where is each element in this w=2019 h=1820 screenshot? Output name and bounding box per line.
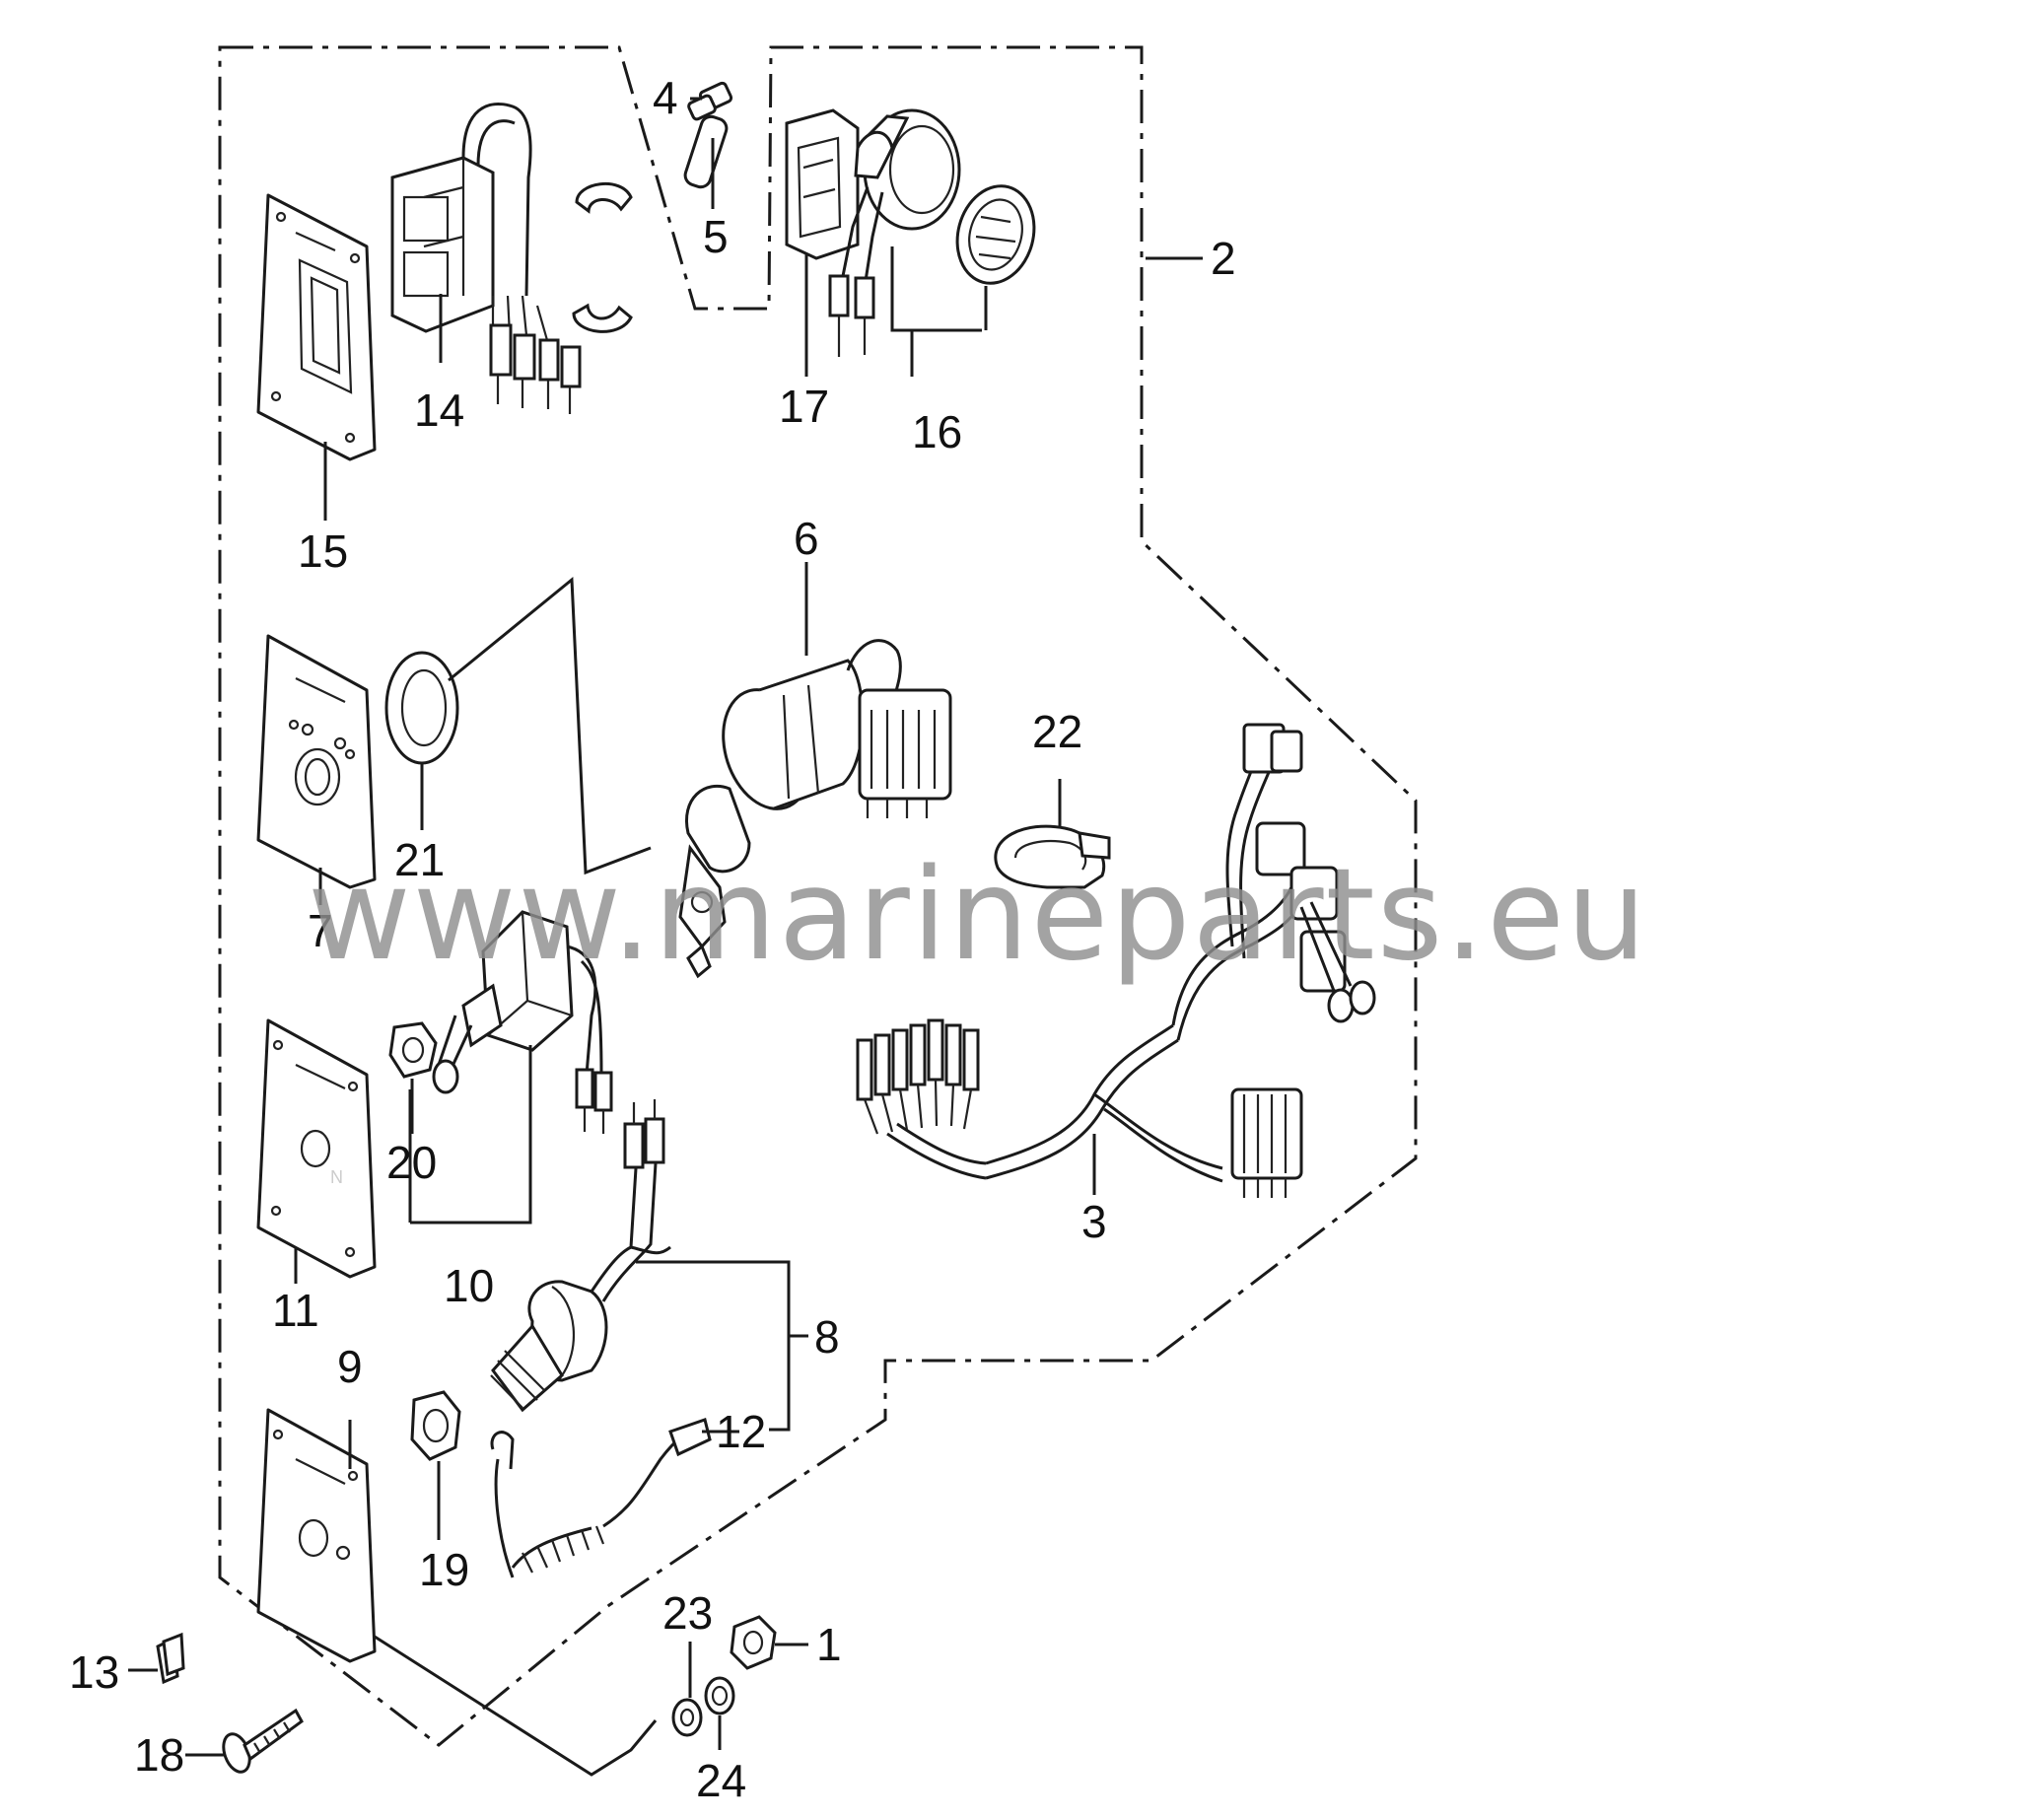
callout-19: 19 <box>419 1544 469 1595</box>
small-screw-icon[interactable] <box>687 81 733 121</box>
callout-15: 15 <box>298 525 348 577</box>
pin-icon[interactable] <box>683 114 730 190</box>
emergency-stop-switch-icon[interactable] <box>490 1099 671 1413</box>
stop-switch-plate-icon[interactable] <box>256 1408 377 1663</box>
leader-lines <box>128 97 1203 1777</box>
callout-12: 12 <box>716 1406 766 1457</box>
trim-plate-icon[interactable] <box>256 193 377 461</box>
callout-23: 23 <box>662 1587 713 1639</box>
callout-18: 18 <box>134 1729 184 1781</box>
leader-line <box>408 1045 532 1225</box>
hex-nut-icon[interactable] <box>730 1615 777 1670</box>
callout-14: 14 <box>414 385 464 436</box>
buzzer-icon[interactable] <box>828 108 1045 357</box>
ignition-plate-icon[interactable] <box>256 634 377 889</box>
callout-11: 11 <box>272 1285 319 1336</box>
callout-24: 24 <box>696 1755 746 1806</box>
callout-6: 6 <box>794 513 819 564</box>
toggle-nut-icon[interactable] <box>388 1021 438 1079</box>
ignition-switch-icon[interactable] <box>678 639 952 979</box>
callout-8: 8 <box>814 1311 840 1363</box>
callout-22: 22 <box>1032 706 1082 757</box>
tapping-screw-icon[interactable] <box>219 1708 304 1776</box>
callout-7: 7 <box>308 905 333 956</box>
callout-10: 10 <box>444 1260 494 1311</box>
callout-16: 16 <box>912 406 962 457</box>
buzzer-holder-icon[interactable] <box>785 108 860 260</box>
trim-switch-icon[interactable] <box>390 103 582 414</box>
washer-icon[interactable] <box>671 1698 703 1737</box>
callout-5: 5 <box>703 211 729 262</box>
assembly-boundary <box>218 45 1418 1747</box>
c-clip-icon <box>572 181 633 333</box>
callout-17: 17 <box>779 381 829 432</box>
watermark-text: www.marineparts.eu <box>308 842 1648 989</box>
callout-20: 20 <box>386 1137 437 1188</box>
callout-4: 4 <box>653 72 678 123</box>
seal-ring-icon[interactable] <box>384 651 459 765</box>
clip-nut-icon[interactable] <box>156 1632 185 1685</box>
callout-3: 3 <box>1081 1196 1107 1247</box>
harness-clamp-icon[interactable] <box>994 824 1111 889</box>
lock-washer-icon[interactable] <box>704 1676 735 1715</box>
callout-21: 21 <box>394 834 445 885</box>
wire-harness-icon[interactable] <box>856 723 1376 1198</box>
callout-13: 13 <box>69 1646 119 1698</box>
choke-plate-icon[interactable]: N <box>256 1018 377 1279</box>
stop-switch-nut-icon[interactable] <box>410 1390 461 1461</box>
leader-line <box>448 576 652 875</box>
callout-9: 9 <box>337 1341 363 1392</box>
callout-1: 1 <box>816 1619 842 1670</box>
lanyard-clip-icon[interactable] <box>490 1418 712 1578</box>
svg-text:N: N <box>330 1167 343 1187</box>
callout-labels: 1 2 3 4 5 6 7 8 9 10 11 12 13 14 15 16 1… <box>69 72 1236 1806</box>
connector-bundle-icon <box>856 1018 980 1135</box>
leader-line <box>636 1260 791 1432</box>
toggle-switch-icon[interactable] <box>432 910 613 1134</box>
callout-2: 2 <box>1211 233 1236 284</box>
